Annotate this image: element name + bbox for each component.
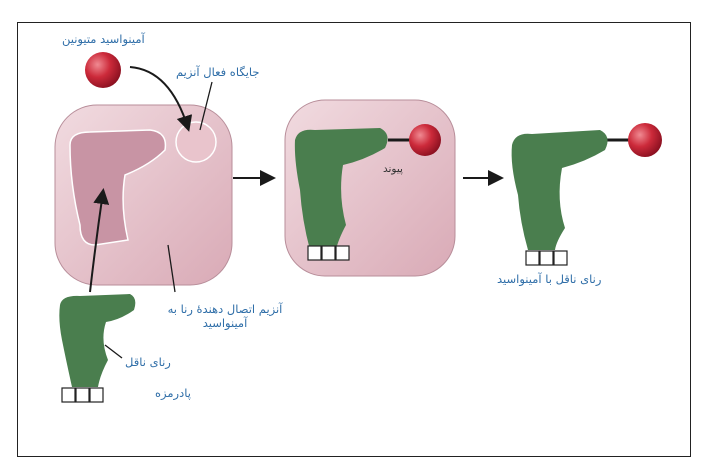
label-enzyme-line1: آنزیم اتصال دهندهٔ رنا به xyxy=(167,302,283,316)
trna-free xyxy=(59,294,136,387)
leader-enzyme xyxy=(167,244,176,293)
label-enzyme-line2: آمینواسید xyxy=(202,316,248,330)
trna-charged xyxy=(511,130,608,250)
leader-active-site xyxy=(199,81,213,131)
leader-trna xyxy=(104,344,123,359)
arrow-trna-to-enzyme xyxy=(89,188,110,293)
label-enzyme: آنزیم اتصال دهندهٔ رنا به آمینواسید xyxy=(150,302,300,330)
amino-acid-charged xyxy=(628,123,662,157)
active-site xyxy=(175,121,217,163)
label-active-site: جایگاه فعال آنزیم xyxy=(176,65,260,79)
amino-acid-bound xyxy=(409,124,441,156)
anticodon-boxes-2 xyxy=(307,245,350,261)
amino-acid-methionine xyxy=(85,52,121,88)
label-trna: رنای ناقل xyxy=(125,355,171,369)
anticodon-boxes-1 xyxy=(61,387,104,403)
anticodon-boxes-3 xyxy=(525,250,568,266)
arrow-to-active-site xyxy=(129,66,193,132)
label-bond: پیوند xyxy=(383,163,403,175)
enzyme-pocket xyxy=(69,129,167,246)
label-methionine: آمینواسید متیونین xyxy=(62,32,145,46)
label-charged-trna: رنای ناقل با آمینواسید xyxy=(497,272,602,286)
label-anticodon: پادرمزه xyxy=(155,386,191,400)
trna-bound xyxy=(294,128,388,250)
figure-frame xyxy=(17,22,691,457)
